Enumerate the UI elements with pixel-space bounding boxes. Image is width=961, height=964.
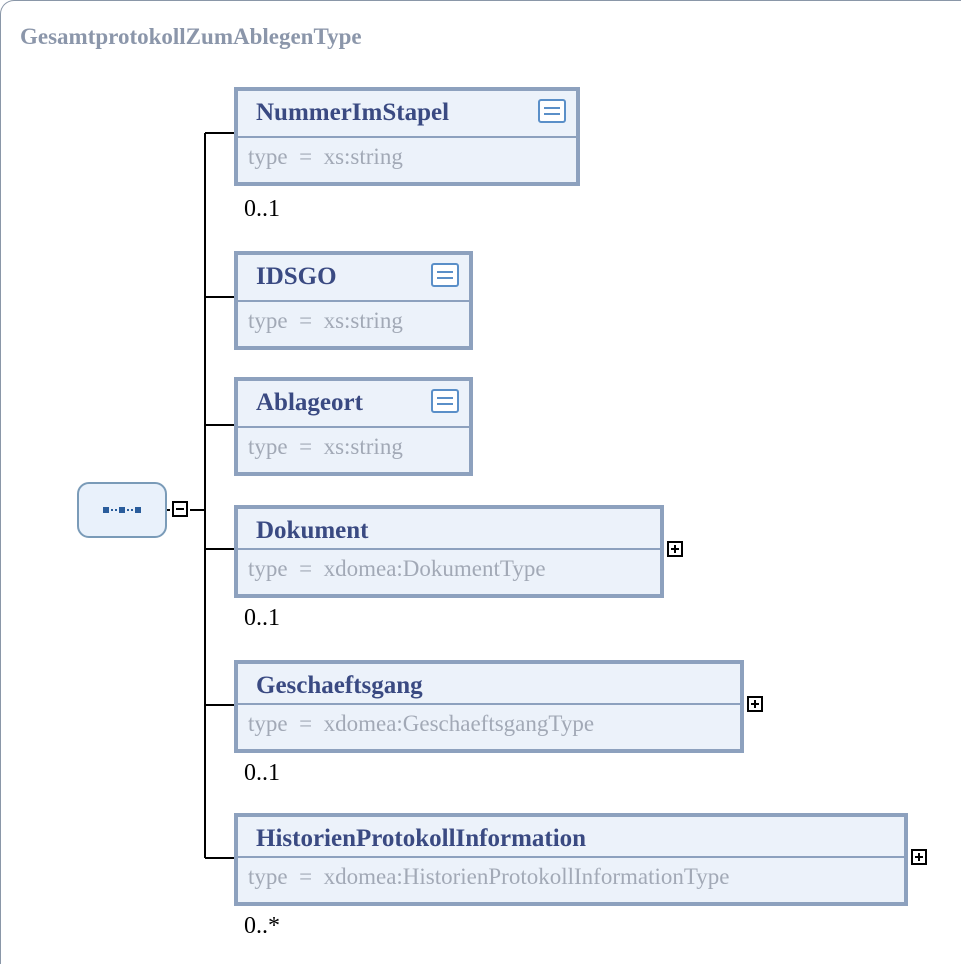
element-divider bbox=[238, 136, 576, 138]
element-type: type = xdomea:GeschaeftsgangType bbox=[248, 711, 595, 736]
documentation-icon bbox=[538, 99, 566, 123]
expand-plus-icon[interactable] bbox=[911, 849, 927, 865]
element-type: type = xdomea:HistorienProtokollInformat… bbox=[248, 864, 730, 889]
occurrence-label: 0..1 bbox=[244, 760, 280, 786]
element-name: HistorienProtokollInformation bbox=[256, 825, 587, 852]
element-name: Geschaeftsgang bbox=[256, 672, 423, 699]
element-divider bbox=[238, 856, 904, 858]
element-divider bbox=[238, 426, 469, 428]
element-box-ablageort[interactable]: Ablageort type = xs:string bbox=[234, 377, 473, 476]
element-name: Dokument bbox=[256, 517, 369, 544]
element-type: type = xdomea:DokumentType bbox=[248, 556, 546, 581]
element-box-idsgo[interactable]: IDSGO type = xs:string bbox=[234, 251, 473, 350]
expand-plus-icon[interactable] bbox=[667, 541, 683, 557]
element-divider bbox=[238, 300, 469, 302]
sequence-compositor[interactable] bbox=[77, 482, 167, 538]
element-name: Ablageort bbox=[256, 389, 363, 416]
element-box-geschaeftsgang[interactable]: Geschaeftsgang type = xdomea:Geschaeftsg… bbox=[234, 660, 744, 753]
occurrence-label: 0..1 bbox=[244, 196, 280, 222]
expand-plus-icon[interactable] bbox=[747, 696, 763, 712]
element-type: type = xs:string bbox=[248, 434, 403, 459]
occurrence-label: 0..1 bbox=[244, 605, 280, 631]
element-type: type = xs:string bbox=[248, 144, 403, 169]
diagram-title: GesamtprotokollZumAblegenType bbox=[20, 24, 362, 49]
documentation-icon bbox=[431, 389, 459, 413]
element-divider bbox=[238, 703, 740, 705]
element-divider bbox=[238, 548, 660, 550]
element-name: NummerImStapel bbox=[256, 99, 450, 126]
documentation-icon bbox=[431, 263, 459, 287]
sequence-compositor-icon bbox=[103, 507, 141, 513]
occurrence-label: 0..* bbox=[244, 913, 280, 939]
element-box-dokument[interactable]: Dokument type = xdomea:DokumentType bbox=[234, 505, 664, 598]
element-box-nummerimstapel[interactable]: NummerImStapel type = xs:string bbox=[234, 87, 580, 186]
element-box-historienprotokollinformation[interactable]: HistorienProtokollInformation type = xdo… bbox=[234, 813, 908, 906]
element-name: IDSGO bbox=[256, 263, 337, 290]
collapse-minus-icon[interactable] bbox=[172, 501, 188, 517]
element-type: type = xs:string bbox=[248, 308, 403, 333]
